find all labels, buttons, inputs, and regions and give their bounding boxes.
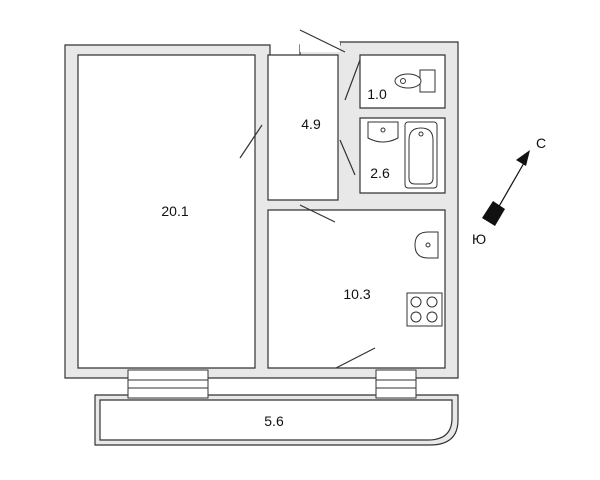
bath-area: 2.6 [370, 165, 390, 181]
balcony-area: 5.6 [264, 413, 284, 429]
windows [127, 369, 417, 399]
hall-opening [300, 42, 340, 52]
toilet-icon [394, 69, 436, 93]
bathtub-icon [404, 121, 438, 189]
compass-south-marker [482, 201, 505, 226]
door-toilet [344, 59, 361, 101]
kitchen-sink-icon [414, 231, 439, 259]
balcony-inner [99, 399, 453, 441]
kitchen-area: 10.3 [343, 286, 370, 302]
outer-walls [64, 41, 459, 379]
compass-south-label: Ю [472, 231, 486, 247]
toilet-area: 1.0 [367, 86, 387, 102]
window-kitchen [375, 369, 417, 399]
door-balcony [335, 347, 376, 369]
compass-arrow-head [516, 150, 530, 166]
compass: С Ю [472, 135, 546, 247]
hall-area: 4.9 [301, 116, 321, 132]
door-bath [339, 139, 356, 176]
fixtures [367, 69, 443, 327]
window-living [127, 369, 209, 399]
door-kitchen [299, 204, 336, 223]
stove-icon [406, 292, 443, 327]
sink-icon [367, 121, 399, 143]
door-living [239, 124, 263, 159]
walls [64, 41, 459, 446]
living-room-area: 20.1 [161, 203, 188, 219]
doors [239, 29, 376, 369]
compass-north-label: С [536, 135, 546, 151]
door-entrance [299, 29, 346, 53]
